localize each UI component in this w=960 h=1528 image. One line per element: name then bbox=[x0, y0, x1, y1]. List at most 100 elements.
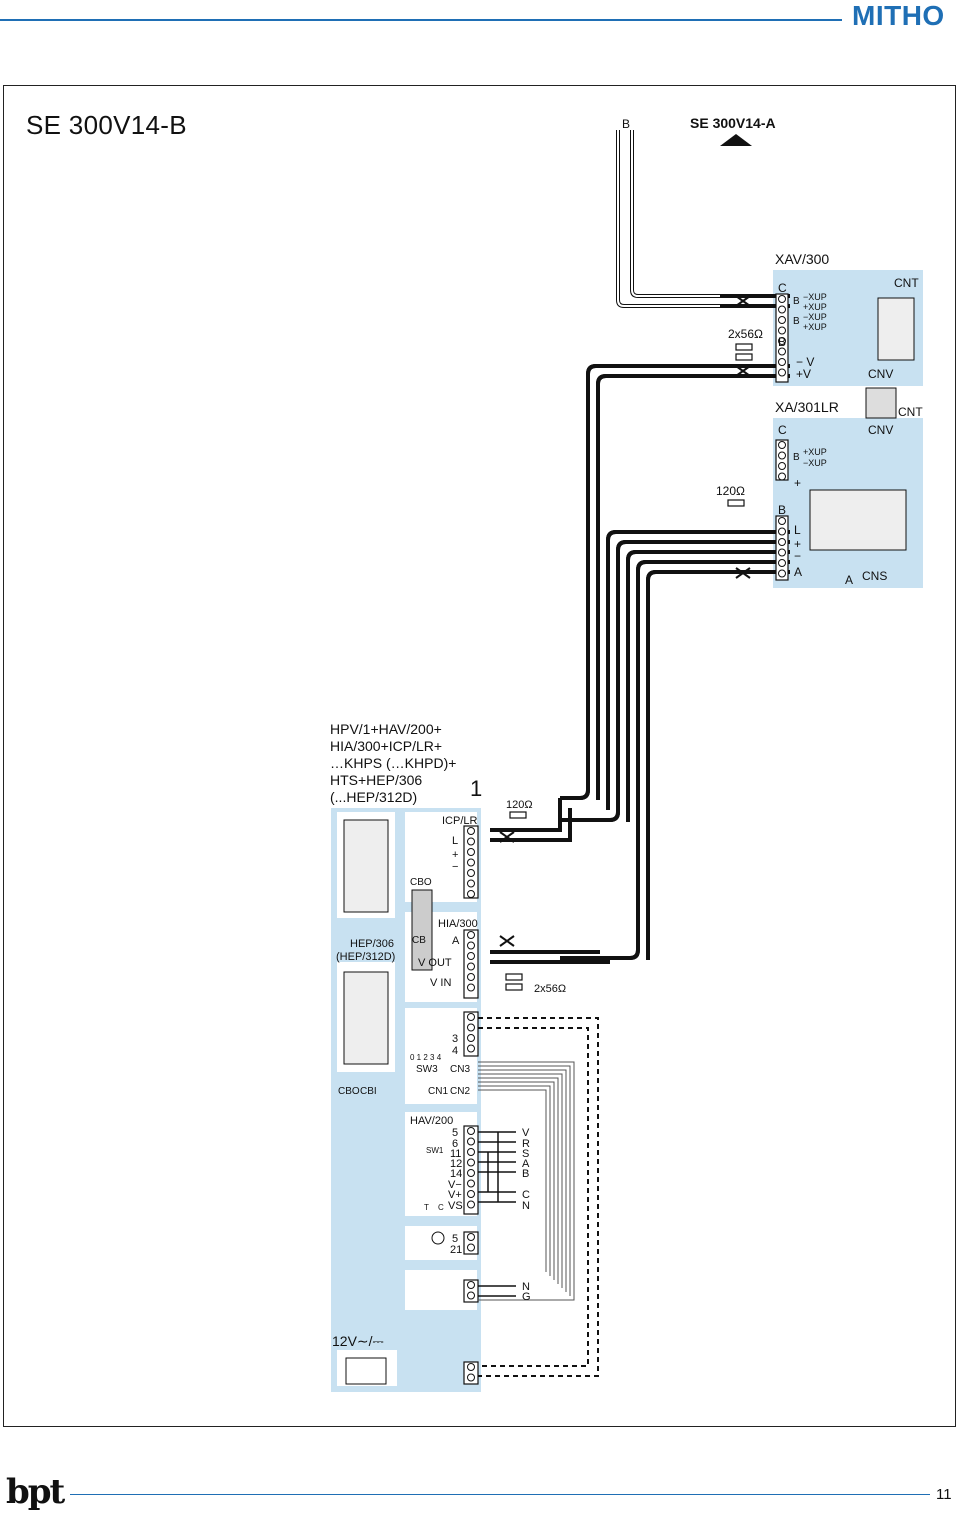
terminal-screw bbox=[778, 441, 786, 449]
station-heading-3: …KHPS (…KHPD)+ bbox=[330, 755, 456, 771]
xav-xup4: +XUP bbox=[803, 322, 827, 332]
terminal-screw bbox=[778, 559, 786, 567]
icp-minus: − bbox=[452, 861, 458, 873]
terminal-screw bbox=[778, 517, 786, 525]
xav-b2: B bbox=[793, 316, 800, 327]
hav-term-vm: V− bbox=[448, 1179, 462, 1191]
hep-label: HEP/306 bbox=[350, 938, 394, 950]
diagram-frame bbox=[3, 85, 956, 1427]
icp-label: ICP/LR bbox=[442, 815, 478, 827]
cbi-label: CBI bbox=[360, 1086, 377, 1097]
terminal-screw bbox=[467, 973, 475, 981]
supply-label: 12V∼/⎓ bbox=[332, 1333, 384, 1349]
icp-plus: + bbox=[452, 849, 458, 861]
xa-p1: + bbox=[794, 537, 801, 551]
terminal-screw bbox=[467, 1373, 475, 1382]
wire-v: V bbox=[522, 1127, 530, 1139]
xav-xup3: −XUP bbox=[803, 312, 827, 322]
terminal-screw bbox=[467, 837, 475, 846]
hav-term-14: 14 bbox=[450, 1168, 462, 1180]
xa-l: L bbox=[794, 523, 801, 537]
terminal-screw bbox=[467, 952, 475, 960]
terminal-screw bbox=[467, 1243, 475, 1252]
vin-label: V IN bbox=[430, 977, 451, 989]
terminal-screw bbox=[467, 1200, 475, 1209]
sw3-nums: 0 1 2 3 4 bbox=[410, 1053, 442, 1062]
xav-res: 2x56Ω bbox=[728, 327, 763, 341]
terminal-screw bbox=[778, 337, 786, 345]
btn-g: G bbox=[522, 1291, 531, 1303]
terminal-screw bbox=[467, 1044, 475, 1053]
keypad-module bbox=[343, 971, 389, 1065]
xav-xup1: −XUP bbox=[803, 292, 827, 302]
xa-cns: CNS bbox=[862, 569, 887, 583]
xav-b1: B bbox=[793, 296, 800, 307]
terminal-screw bbox=[467, 1179, 475, 1188]
xav-cnv: CNV bbox=[868, 367, 893, 381]
terminal-screw bbox=[467, 890, 475, 898]
terminal-screw bbox=[778, 316, 786, 324]
xa-a2: A bbox=[845, 573, 853, 587]
wire-n: N bbox=[522, 1200, 530, 1212]
cb-label: CB bbox=[412, 935, 426, 946]
hia-a: A bbox=[452, 935, 460, 947]
terminal-screw bbox=[467, 1137, 475, 1146]
xa-cnv: CNV bbox=[868, 423, 893, 437]
xav-title: XAV/300 bbox=[775, 251, 829, 267]
hav-term-11: 11 bbox=[450, 1148, 461, 1160]
terminal-screw bbox=[778, 548, 786, 557]
terminal-screw bbox=[467, 1158, 475, 1167]
terminal-screw bbox=[467, 1148, 475, 1156]
xav-vp: +V bbox=[796, 367, 811, 381]
hia-label: HIA/300 bbox=[438, 918, 478, 930]
header-rule bbox=[0, 19, 842, 21]
xa-a: A bbox=[794, 565, 802, 579]
xav-c: C bbox=[778, 281, 787, 295]
terminal-screw bbox=[467, 1363, 475, 1371]
cn3-label: CN3 bbox=[450, 1064, 470, 1075]
cn2-label: CN2 bbox=[450, 1086, 470, 1097]
sw1-label: SW1 bbox=[426, 1146, 444, 1155]
xav-cnt: CNT bbox=[894, 276, 919, 290]
station-heading-4: HTS+HEP/306 bbox=[330, 772, 422, 788]
term-4: 4 bbox=[452, 1045, 458, 1057]
hav-label: HAV/200 bbox=[410, 1115, 453, 1127]
wire-s: S bbox=[522, 1148, 529, 1160]
sw3-label: SW3 bbox=[416, 1064, 438, 1075]
xav-vm: − V bbox=[796, 355, 814, 369]
xa-xup1: +XUP bbox=[803, 447, 827, 457]
term-3: 3 bbox=[452, 1033, 458, 1045]
terminal-screw bbox=[778, 569, 786, 578]
wire-b: B bbox=[522, 1168, 529, 1180]
xa-b2: B bbox=[778, 503, 786, 517]
terminal-screw bbox=[467, 848, 475, 856]
terminal-screw bbox=[467, 1023, 475, 1032]
page-title: SE 300V14-B bbox=[26, 110, 187, 140]
hav-term-5: 5 bbox=[452, 1127, 458, 1139]
terminal-screw bbox=[467, 1169, 475, 1177]
xa-title: XA/301LR bbox=[775, 399, 839, 415]
hav-term-6: 6 bbox=[452, 1138, 458, 1150]
icp-l: L bbox=[452, 835, 458, 847]
terminal-screw bbox=[467, 1233, 475, 1241]
station-heading-1: HPV/1+HAV/200+ bbox=[330, 721, 442, 737]
power-supply-icon bbox=[345, 1357, 387, 1385]
terminal-screw bbox=[467, 1281, 475, 1289]
station-heading-2: HIA/300+ICP/LR+ bbox=[330, 738, 442, 754]
terminal-screw bbox=[467, 879, 475, 888]
wire-r: R bbox=[522, 1138, 530, 1150]
bus-label: B bbox=[622, 117, 630, 131]
terminal-screw bbox=[778, 538, 786, 546]
terminal-screw bbox=[467, 1127, 475, 1135]
terminal-screw bbox=[467, 1190, 475, 1198]
sw1-t: T bbox=[424, 1203, 429, 1212]
station-res1: 120Ω bbox=[506, 799, 533, 811]
xav-module bbox=[877, 297, 915, 361]
terminal-screw bbox=[467, 827, 475, 835]
terminal-screw bbox=[467, 858, 475, 867]
xa-power-supply bbox=[809, 489, 907, 551]
terminal-screw bbox=[778, 305, 786, 314]
xa-plus: + bbox=[794, 476, 801, 490]
arrow-up-icon bbox=[720, 134, 752, 146]
